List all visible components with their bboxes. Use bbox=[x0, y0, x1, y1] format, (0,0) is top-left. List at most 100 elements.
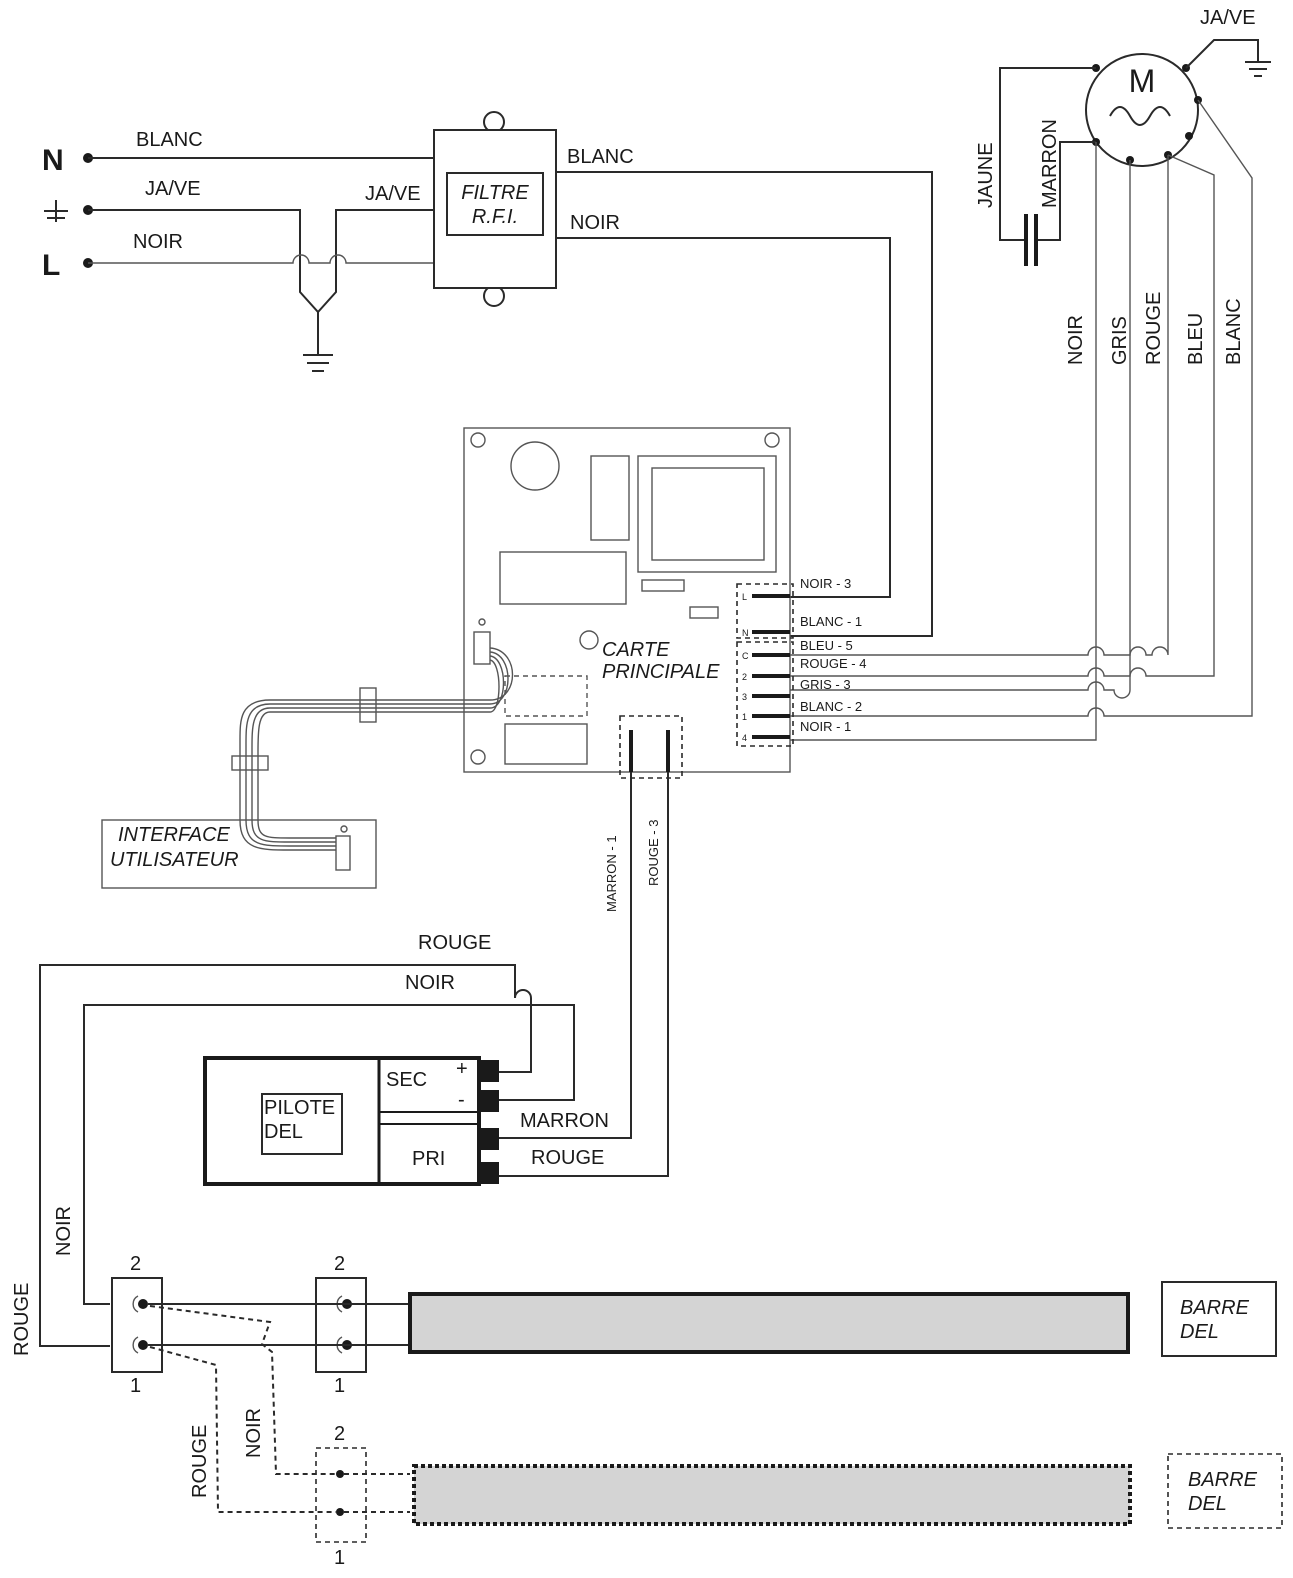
label-left-noir: NOIR bbox=[53, 1206, 75, 1256]
driver-pri-label: PRI bbox=[412, 1148, 445, 1170]
block-c-num-1: 1 bbox=[334, 1547, 345, 1569]
pin-l: L bbox=[742, 592, 747, 602]
main-board: CARTE PRINCIPALE bbox=[463, 427, 791, 773]
bar1-label-line2: DEL bbox=[1180, 1321, 1219, 1343]
wire-blanc-out bbox=[556, 171, 933, 637]
driver-minus-label: - bbox=[458, 1089, 465, 1111]
wire-motor-jave bbox=[1185, 39, 1259, 69]
pin-3: 3 bbox=[742, 692, 747, 702]
label-left-rouge: ROUGE bbox=[11, 1283, 33, 1356]
user-interface: INTERFACE UTILISATEUR bbox=[101, 819, 377, 889]
wire-motor-noir bbox=[790, 142, 1097, 741]
driver-plus-label: + bbox=[456, 1058, 468, 1080]
terminal-n-label: N bbox=[42, 144, 64, 177]
wire-marron-1 bbox=[498, 772, 632, 1139]
led-bar-2-label-box: BARRE DEL bbox=[1167, 1453, 1283, 1529]
block-a-num-1: 1 bbox=[130, 1375, 141, 1397]
ribbon-cable bbox=[231, 647, 514, 851]
capacitor-icon bbox=[1024, 214, 1038, 266]
bar2-label-line1: BARRE bbox=[1188, 1469, 1258, 1491]
pin-n: N bbox=[742, 628, 749, 638]
wire-motor-bleu bbox=[790, 155, 1169, 656]
motor-symbol: M bbox=[1129, 63, 1156, 99]
led-bar-1 bbox=[408, 1292, 1130, 1354]
rfi-filter: FILTRE R.F.I. bbox=[433, 111, 557, 307]
label-m-bleu: BLEU bbox=[1185, 313, 1207, 365]
terminal-sec-minus bbox=[479, 1090, 499, 1112]
connector-upper: L N NOIR - 3 BLANC - 1 bbox=[736, 576, 862, 639]
block-a-num-2: 2 bbox=[130, 1253, 141, 1275]
label-marron: MARRON bbox=[1039, 119, 1061, 208]
label-jaune: JAUNE bbox=[975, 142, 997, 208]
pin-4: 4 bbox=[742, 733, 747, 743]
wire-rouge-3 bbox=[498, 772, 669, 1177]
ground-symbol-input bbox=[44, 200, 68, 222]
wire-motor-rouge bbox=[790, 154, 1215, 677]
pin-c: C bbox=[742, 651, 749, 661]
driver-label-line2: DEL bbox=[264, 1121, 303, 1143]
label-noir-in: NOIR bbox=[133, 231, 183, 253]
board-label-line1: CARTE bbox=[602, 639, 670, 661]
wire-top-noir bbox=[83, 1004, 575, 1305]
wire-dash-rouge bbox=[149, 1346, 336, 1513]
label-dash-rouge: ROUGE bbox=[189, 1425, 211, 1498]
led-bar-2 bbox=[412, 1464, 1132, 1526]
ground-symbol-motor bbox=[1245, 61, 1271, 77]
interface-label-line2: UTILISATEUR bbox=[110, 849, 239, 871]
label-jave-filter: JA/VE bbox=[365, 183, 421, 205]
wire-dash-noir bbox=[149, 1305, 336, 1475]
block-b-num-2: 2 bbox=[334, 1253, 345, 1275]
terminal-l-label: L bbox=[42, 249, 60, 282]
ac-wave-icon bbox=[1109, 106, 1171, 126]
pin-2: 2 bbox=[742, 672, 747, 682]
conn-blanc-1: BLANC - 1 bbox=[800, 614, 862, 629]
wire-noir-out bbox=[556, 237, 891, 598]
label-jave-in: JA/VE bbox=[145, 178, 201, 200]
wire-noir-in bbox=[88, 254, 434, 264]
pin-1: 1 bbox=[742, 712, 747, 722]
conn-noir-3: NOIR - 3 bbox=[800, 576, 851, 591]
terminal-sec-plus bbox=[479, 1060, 499, 1082]
wire-ground bbox=[88, 209, 434, 314]
conn-rouge-4: ROUGE - 4 bbox=[800, 656, 866, 671]
ground-symbol-filter bbox=[303, 354, 333, 372]
filter-label-line2: R.F.I. bbox=[472, 206, 518, 228]
label-noir-out: NOIR bbox=[570, 212, 620, 234]
block-c-num-2: 2 bbox=[334, 1423, 345, 1445]
label-blanc-out: BLANC bbox=[567, 146, 634, 168]
conn-blanc-2: BLANC - 2 bbox=[800, 699, 862, 714]
led-driver: PILOTE DEL SEC PRI + - bbox=[203, 1056, 499, 1186]
bar1-label-line1: BARRE bbox=[1180, 1297, 1250, 1319]
label-m-gris: GRIS bbox=[1109, 316, 1131, 365]
label-pilot-rouge: ROUGE bbox=[531, 1147, 604, 1169]
terminal-pri-2 bbox=[479, 1162, 499, 1184]
driver-label-line1: PILOTE bbox=[264, 1097, 335, 1119]
label-m-blanc: BLANC bbox=[1223, 298, 1245, 365]
bar2-label-line2: DEL bbox=[1188, 1493, 1227, 1515]
label-marron-1: MARRON - 1 bbox=[604, 835, 619, 912]
label-rouge-3: ROUGE - 3 bbox=[646, 820, 661, 886]
connector-lower: C 2 3 1 4 BLEU - 5 ROUGE - 4 GRIS - 3 BL… bbox=[736, 638, 866, 747]
label-top-rouge: ROUGE bbox=[418, 932, 491, 954]
label-m-noir: NOIR bbox=[1065, 315, 1087, 365]
board-label-line2: PRINCIPALE bbox=[602, 661, 720, 683]
wire-jaune bbox=[999, 67, 1096, 241]
wire-motor-gris bbox=[790, 160, 1131, 699]
interface-label-line1: INTERFACE bbox=[118, 824, 231, 846]
terminal-block-b: 2 1 bbox=[315, 1253, 367, 1397]
wire-top-rouge bbox=[39, 964, 532, 1347]
conn-gris-3: GRIS - 3 bbox=[800, 677, 851, 692]
terminal-block-a: 2 1 bbox=[111, 1253, 163, 1397]
motor: M bbox=[1085, 53, 1202, 167]
label-m-rouge: ROUGE bbox=[1143, 292, 1165, 365]
led-bar-1-label-box: BARRE DEL bbox=[1161, 1281, 1277, 1357]
wire-motor-blanc bbox=[790, 99, 1253, 717]
label-top-noir: NOIR bbox=[405, 972, 455, 994]
block-b-num-1: 1 bbox=[334, 1375, 345, 1397]
filter-label-line1: FILTRE bbox=[461, 182, 529, 204]
label-pilot-marron: MARRON bbox=[520, 1110, 609, 1132]
wire-marron bbox=[1038, 141, 1096, 241]
mains-input: N L BLANC JA/VE NOIR JA/VE bbox=[42, 129, 434, 372]
terminal-block-c: 2 1 bbox=[315, 1423, 367, 1569]
